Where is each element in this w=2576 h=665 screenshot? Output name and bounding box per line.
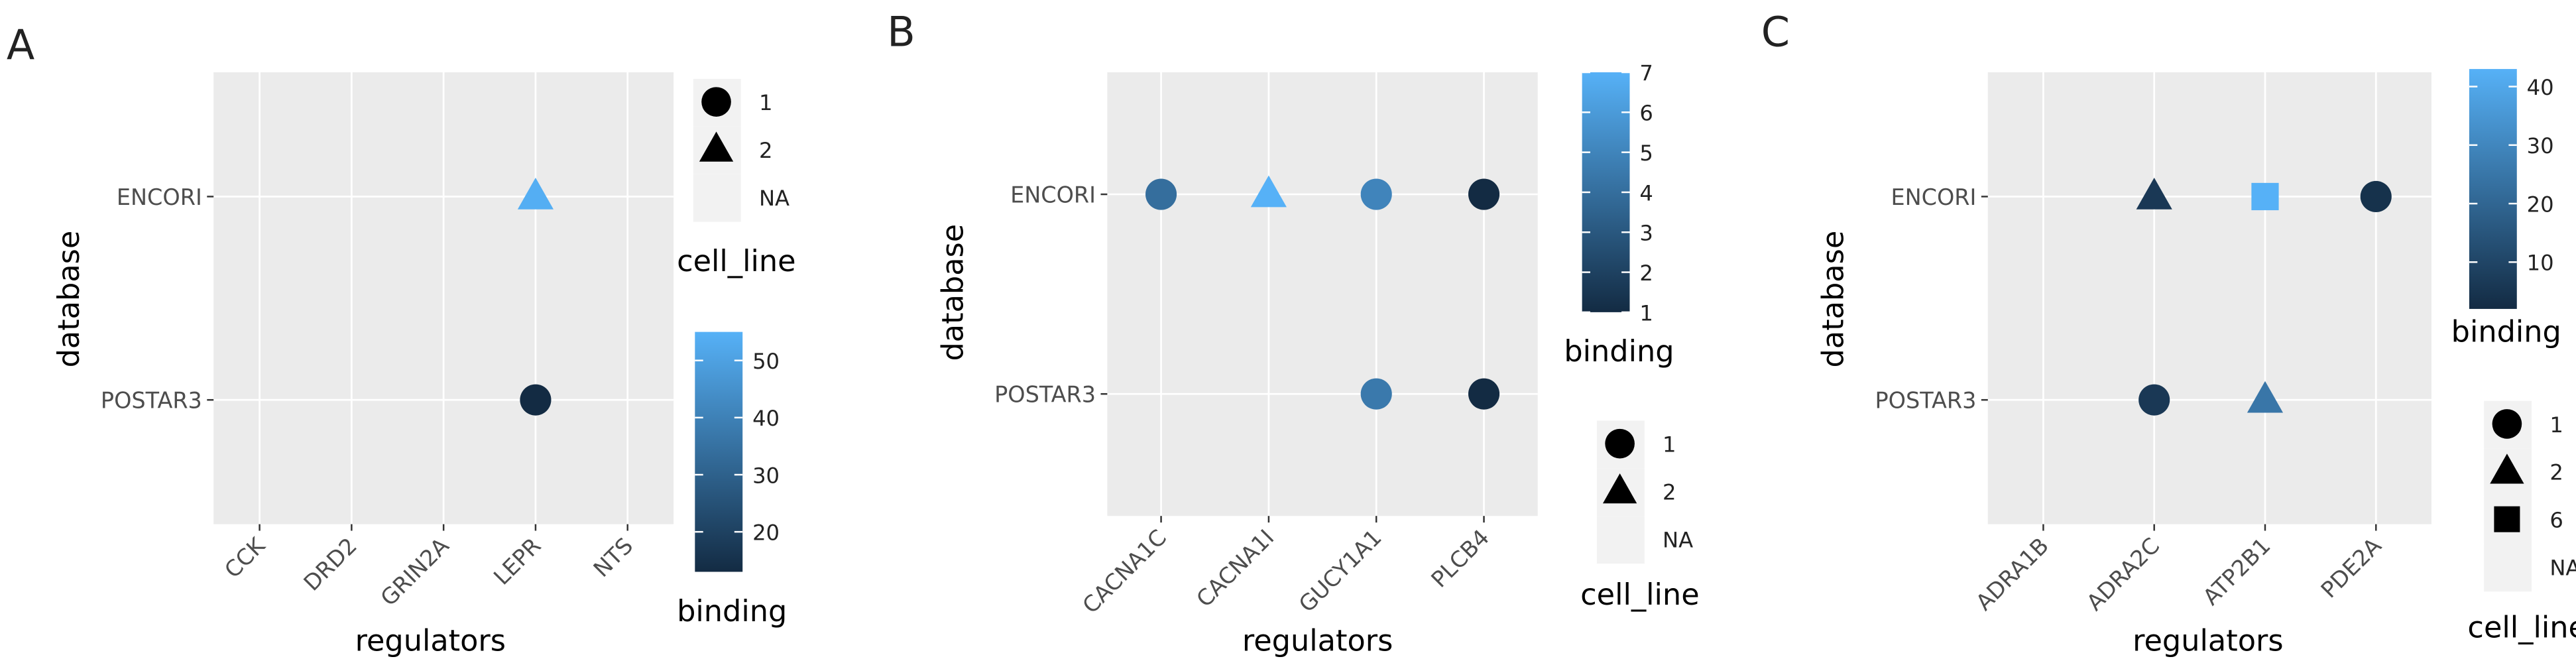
x-tick-label: ADRA2C bbox=[2081, 532, 2164, 615]
legend-key-circle bbox=[701, 87, 731, 117]
y-tick-label: POSTAR3 bbox=[101, 388, 202, 414]
legend-key-triangle bbox=[2490, 453, 2524, 484]
y-tick-label: ENCORI bbox=[117, 184, 202, 210]
x-tick-label: CACNA1C bbox=[1077, 524, 1171, 619]
colorbar-tick-label: 20 bbox=[2527, 192, 2554, 217]
binding-legend-title: binding bbox=[677, 594, 787, 629]
binding-colorbar bbox=[2469, 69, 2517, 309]
colorbar-tick-label: 2 bbox=[1639, 261, 1653, 286]
colorbar-tick-label: 40 bbox=[2527, 75, 2554, 100]
x-tick-label: PLCB4 bbox=[1426, 524, 1494, 593]
y-axis-title: database bbox=[52, 231, 86, 368]
y-tick-label: POSTAR3 bbox=[1875, 388, 1976, 414]
data-point bbox=[2136, 178, 2172, 210]
panel-letter: C bbox=[1761, 7, 1790, 56]
legend-entry-label: 1 bbox=[759, 90, 773, 115]
cell-line-legend-title: cell_line bbox=[1580, 577, 1700, 612]
colorbar-tick-label: 50 bbox=[752, 349, 780, 374]
colorbar-tick-label: 4 bbox=[1639, 180, 1653, 206]
legend-key-background bbox=[2484, 544, 2532, 592]
legend-entry-label: 2 bbox=[759, 138, 773, 163]
legend-entry-label: 2 bbox=[2549, 460, 2563, 485]
x-tick-label: GRIN2A bbox=[376, 532, 454, 611]
y-tick-label: ENCORI bbox=[1010, 182, 1096, 208]
legend-key-circle bbox=[1605, 428, 1635, 459]
panel-letter: A bbox=[7, 21, 34, 69]
panel-letter: B bbox=[887, 7, 915, 56]
data-point bbox=[520, 384, 552, 416]
data-point bbox=[2360, 180, 2392, 213]
x-tick-label: ADRA1B bbox=[1971, 532, 2054, 615]
legend-entry-label: NA bbox=[759, 186, 790, 211]
colorbar-tick-label: 40 bbox=[752, 406, 780, 431]
x-tick-label: GUCY1A1 bbox=[1294, 524, 1387, 617]
x-axis-title: regulators bbox=[2133, 623, 2283, 658]
data-point bbox=[2138, 384, 2170, 416]
data-point bbox=[1250, 175, 1287, 208]
data-point bbox=[1468, 378, 1500, 410]
legend-entry-label: 1 bbox=[1663, 432, 1676, 457]
colorbar-tick-label: 5 bbox=[1639, 141, 1653, 166]
x-tick-label: CACNA1I bbox=[1191, 524, 1279, 612]
x-tick-label: ATP2B1 bbox=[2198, 532, 2276, 610]
legend-entry-label: NA bbox=[2549, 555, 2576, 580]
y-tick-label: POSTAR3 bbox=[994, 382, 1096, 408]
x-tick-label: CCK bbox=[219, 532, 270, 583]
data-point bbox=[1360, 178, 1392, 210]
x-tick-label: LEPR bbox=[489, 532, 546, 589]
cell-line-legend-title: cell_line bbox=[677, 244, 796, 278]
panel-c: C ADRA1B ADRA2C ATP2B1 PDE2A ENCORI POSTAR3 reg… bbox=[1761, 7, 2576, 658]
colorbar-tick-label: 20 bbox=[752, 520, 780, 546]
data-point bbox=[517, 178, 554, 210]
x-tick-label: DRD2 bbox=[298, 532, 361, 595]
colorbar-tick-label: 3 bbox=[1639, 221, 1653, 246]
legend-entry-label: 1 bbox=[2549, 412, 2563, 438]
legend-key-circle bbox=[2492, 409, 2522, 439]
colorbar-tick-label: 10 bbox=[2527, 251, 2554, 276]
x-axis-title: regulators bbox=[355, 623, 506, 658]
legend-key-background bbox=[693, 174, 741, 222]
data-point bbox=[1468, 178, 1500, 210]
legend-key-square bbox=[2494, 506, 2520, 532]
cell-line-legend-title: cell_line bbox=[2467, 611, 2576, 645]
legend-entry-label: NA bbox=[1663, 527, 1693, 552]
x-axis-title: regulators bbox=[1242, 623, 1393, 658]
legend-entry-label: 2 bbox=[1663, 479, 1676, 505]
binding-legend-title: binding bbox=[2451, 314, 2561, 349]
legend-key-triangle bbox=[1602, 473, 1637, 504]
y-axis-title: database bbox=[1816, 231, 1851, 368]
data-point bbox=[2251, 182, 2279, 211]
colorbar-tick-label: 1 bbox=[1639, 300, 1653, 326]
legend-entry-label: 6 bbox=[2549, 508, 2563, 533]
binding-legend-title: binding bbox=[1564, 334, 1674, 369]
data-point bbox=[2247, 381, 2284, 413]
colorbar-tick-label: 30 bbox=[2527, 133, 2554, 158]
y-tick-label: ENCORI bbox=[1891, 184, 1977, 210]
x-tick-label: NTS bbox=[589, 532, 638, 582]
plot-background bbox=[1107, 72, 1538, 516]
legend-key-triangle bbox=[699, 131, 734, 162]
colorbar-tick-label: 30 bbox=[752, 463, 780, 488]
plot-background bbox=[1987, 72, 2431, 524]
legend-key-background bbox=[1596, 516, 1645, 564]
binding-colorbar bbox=[695, 332, 743, 572]
data-point bbox=[1145, 178, 1177, 210]
data-point bbox=[1360, 378, 1392, 410]
colorbar-tick-label: 6 bbox=[1639, 101, 1653, 126]
colorbar-tick-label: 7 bbox=[1639, 60, 1653, 86]
y-axis-title: database bbox=[935, 224, 970, 361]
x-tick-label: PDE2A bbox=[2316, 532, 2386, 603]
